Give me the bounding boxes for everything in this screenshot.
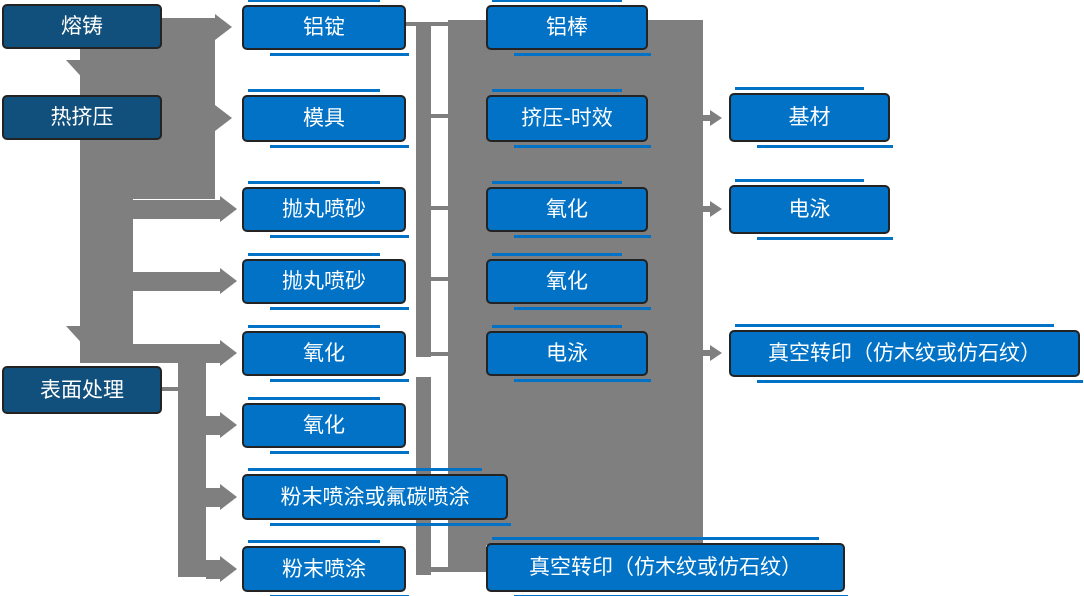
node-electrophoresis-1: 电泳 [486, 325, 651, 382]
arrow-to-electrophoresis-icon [710, 201, 722, 217]
node-powder-or-fluorocarbon-coating: 粉末喷涂或氟碳喷涂 [242, 468, 511, 526]
connector-row-bottom [431, 567, 448, 572]
connector-row-shot-blast-2 [431, 277, 448, 281]
connector-row-mold [431, 114, 448, 118]
node-vacuum-transfer-print-1: 真空转印（仿木纹或仿石纹） [486, 537, 848, 596]
node-aluminum-ingot: 铝锭 [242, 0, 409, 56]
arrow-down-to-hot-extrusion-icon [66, 60, 108, 83]
arrow-to-vacuum-transfer-icon [710, 345, 722, 361]
connector-row-oxidation [431, 352, 448, 356]
connector-arm-oxidation-1 [80, 344, 223, 363]
connector-center-block-foot [448, 545, 486, 572]
node-powder-coating: 粉末喷涂 [242, 540, 409, 596]
node-aluminum-rod: 铝棒 [486, 0, 651, 56]
connector-arm-powder-fluorocarbon [206, 488, 223, 507]
arrow-to-powder-fluorocarbon-icon [220, 484, 237, 510]
connector-right-trunk [178, 363, 206, 577]
node-oxidation-3: 氧化 [486, 181, 651, 238]
connector-mid-bar-upper [416, 23, 431, 357]
connector-arm-shot-blast-2 [133, 272, 223, 291]
arrow-to-shot-blast-2-icon [220, 268, 237, 294]
node-extrusion-aging: 挤压-时效 [486, 89, 651, 148]
connector-left-trunk [80, 199, 133, 345]
node-oxidation-1: 氧化 [242, 325, 409, 382]
connector-stem-substrate [703, 115, 711, 121]
node-surface-treatment: 表面处理 [2, 366, 162, 414]
node-oxidation-4: 氧化 [486, 253, 651, 310]
node-shot-blast-sand-2: 抛丸喷砂 [242, 253, 409, 310]
arrow-to-oxidation-1-icon [220, 340, 237, 366]
node-hot-extrusion: 热挤压 [2, 95, 162, 140]
arrow-to-shot-blast-1-icon [220, 196, 237, 222]
node-melt-cast: 熔铸 [2, 4, 162, 49]
arrow-to-powder-coating-icon [220, 556, 237, 582]
connector-stem-vacuum-transfer [703, 350, 711, 356]
node-substrate: 基材 [729, 87, 893, 148]
connector-row-ingot-rod [404, 22, 448, 26]
node-vacuum-transfer-print-2: 真空转印（仿木纹或仿石纹） [729, 324, 1083, 383]
node-oxidation-2: 氧化 [242, 397, 409, 454]
arrow-to-substrate-icon [710, 110, 722, 126]
node-mold: 模具 [242, 89, 409, 148]
connector-arm-powder-coating [206, 560, 223, 579]
connector-arm-oxidation-2 [206, 416, 223, 435]
connector-surface-treatment-stub [162, 387, 178, 391]
node-electrophoresis-2: 电泳 [729, 179, 893, 240]
connector-stem-electrophoresis [703, 206, 711, 212]
arrow-to-aluminum-ingot-icon [215, 14, 232, 40]
arrow-down-to-surface-treatment-icon [66, 326, 108, 349]
arrow-to-mold-icon [215, 105, 232, 131]
arrow-to-oxidation-2-icon [220, 412, 237, 438]
node-shot-blast-sand-1: 抛丸喷砂 [242, 181, 409, 238]
connector-row-shot-blast-1 [431, 206, 448, 210]
connector-arm-shot-blast-1 [133, 200, 223, 219]
